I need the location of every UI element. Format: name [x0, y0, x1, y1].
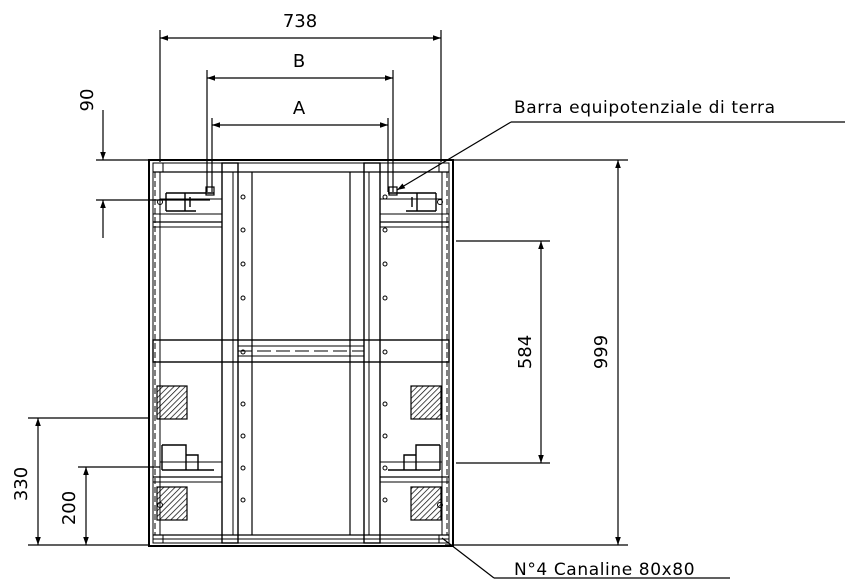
- mounting-hole: [382, 295, 388, 301]
- dimension-overall-width-label: 738: [283, 11, 317, 32]
- dimension-lower-200-label: 200: [59, 491, 80, 525]
- dimension-total-height-label: 999: [591, 335, 612, 369]
- leader-ground-bar: Barra equipotenziale di terra: [396, 98, 845, 191]
- side-hole: [437, 199, 443, 205]
- cable-duct-upper-right: [410, 385, 442, 420]
- mounting-hole: [240, 261, 246, 267]
- mounting-hole: [240, 295, 246, 301]
- side-hole: [157, 199, 163, 205]
- side-hole: [157, 502, 163, 508]
- side-hole: [437, 502, 443, 508]
- mounting-hole: [240, 227, 246, 233]
- dimension-lower-330-label: 330: [11, 467, 32, 501]
- cabinet-frame: [148, 159, 454, 547]
- mounting-hole: [240, 194, 246, 200]
- mounting-hole: [382, 349, 388, 355]
- dimension-lower-200: 200: [59, 466, 160, 545]
- upper-mounting-brackets: [153, 192, 449, 215]
- cable-duct-lower-right: [410, 486, 442, 521]
- mounting-hole: [382, 433, 388, 439]
- mounting-hole: [240, 401, 246, 407]
- dimension-overall-width: 738: [159, 11, 442, 162]
- mounting-hole: [382, 194, 388, 200]
- mounting-hole: [382, 465, 388, 471]
- cable-duct-upper-left: [156, 385, 188, 420]
- dimension-a: A: [211, 98, 389, 192]
- lower-mounting-brackets: [160, 444, 442, 471]
- mounting-hole: [240, 465, 246, 471]
- dimension-middle-span-label: 584: [515, 335, 536, 369]
- channel-mounting-holes: [157, 194, 443, 508]
- dimension-top-offset-label: 90: [77, 89, 98, 112]
- leader-cable-ducts: N°4 Canaline 80x80: [441, 537, 730, 580]
- cable-ducts-label: N°4 Canaline 80x80: [514, 560, 695, 580]
- mounting-hole: [382, 227, 388, 233]
- dimension-lower-330: 330: [11, 417, 148, 546]
- cable-duct-sections: [156, 385, 442, 521]
- dimension-a-label: A: [293, 98, 306, 119]
- dimension-top-offset: 90: [77, 89, 210, 238]
- mounting-hole: [240, 349, 246, 355]
- dimension-middle-span: 584: [456, 240, 550, 464]
- mounting-hole: [240, 497, 246, 503]
- ground-bar-terminals: [205, 186, 398, 196]
- mounting-hole: [240, 433, 246, 439]
- mounting-hole: [382, 401, 388, 407]
- dimension-b: B: [206, 51, 394, 192]
- mounting-hole: [382, 261, 388, 267]
- mounting-hole: [382, 497, 388, 503]
- dimension-total-height: 999: [445, 159, 628, 546]
- dimension-b-label: B: [293, 51, 305, 72]
- ground-bar-label: Barra equipotenziale di terra: [514, 98, 776, 118]
